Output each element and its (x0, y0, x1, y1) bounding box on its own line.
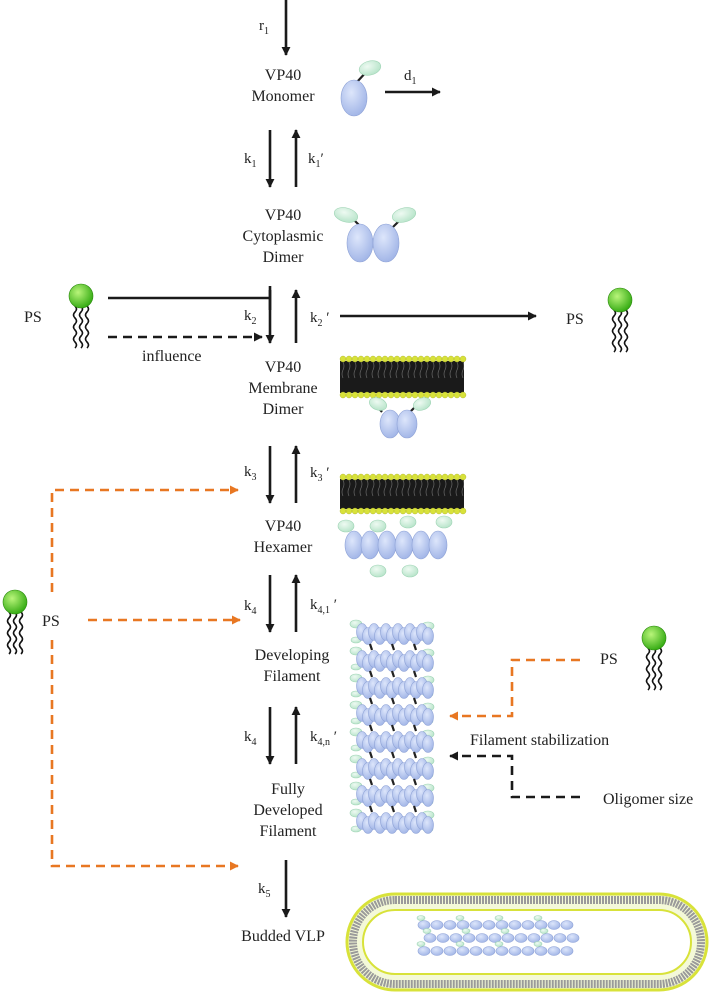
rate-label-d1: d1 (404, 68, 417, 87)
right-feedback (449, 658, 580, 799)
rate-label-k1p: k1′ (308, 151, 324, 170)
stage-label-vlp: Budded VLP (241, 928, 325, 945)
ps-inhibition (108, 286, 272, 342)
rate-label-k2p: k2 ′ (310, 310, 330, 329)
vp40-hexamer-icon (337, 473, 467, 578)
rate-label-k4a: k4 (244, 598, 257, 617)
rate-label-r1: r1 (259, 18, 269, 37)
rate-label-k4b: k4 (244, 729, 257, 748)
filament-stabilization-label: Filament stabilization (470, 732, 609, 749)
ps-molecule-top-right-icon (607, 287, 633, 353)
rate-labels: r1 d1 k1 k1′ k2 k2 ′ k3 k3 ′ k4 k4,1 ′ k4 k4,n ′ k5 (244, 18, 417, 900)
oligomer-size-label: Oligomer size (603, 791, 693, 808)
ps-stabilization-arrow (449, 658, 580, 721)
ps-orange-left (50, 485, 241, 871)
rate-label-k3: k3 (244, 464, 257, 483)
ps-molecule-right-icon (641, 625, 667, 691)
vp40-monomer-icon (340, 60, 382, 117)
rate-label-k2: k2 (244, 308, 257, 327)
ps-molecule-top-left-icon (68, 283, 94, 349)
vp40-membrane-dimer-icon (339, 355, 467, 439)
budded-vlp-icon (345, 892, 709, 992)
vp40-cytoplasmic-dimer-icon (333, 207, 417, 263)
ps-label-left: PS (42, 613, 60, 630)
rate-label-k5: k5 (258, 881, 271, 900)
rate-label-k1: k1 (244, 151, 257, 170)
rate-label-k3p: k3 ′ (310, 465, 330, 484)
ps-label-top-left: PS (24, 309, 42, 326)
influence-label: influence (142, 348, 202, 365)
rate-label-k4np: k4,n ′ (310, 729, 337, 748)
filament-column-icon (349, 619, 435, 834)
ps-molecule-left-icon (2, 589, 28, 655)
oligomer-size-arrow (449, 751, 580, 799)
rate-label-k41p: k4,1 ′ (310, 597, 337, 616)
molecular-illustrations (2, 60, 709, 992)
ps-label-right: PS (600, 651, 618, 668)
reaction-arrows (265, 0, 537, 918)
side-labels: PS PS PS PS influence Filament stabiliza… (24, 309, 693, 808)
ps-label-top-right: PS (566, 311, 584, 328)
